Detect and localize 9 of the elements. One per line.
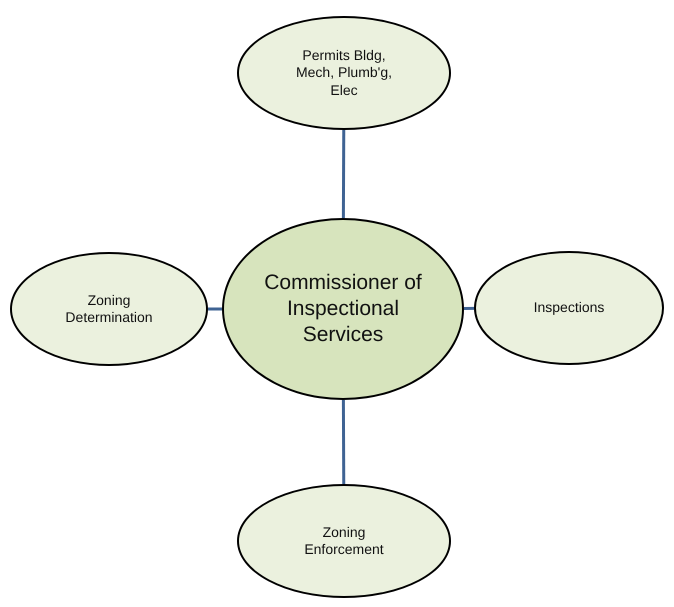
node-label: Zoning Determination <box>64 292 154 326</box>
connector-line <box>342 130 346 218</box>
connector-line <box>208 308 222 310</box>
connector-line <box>342 400 346 484</box>
connector-line <box>464 306 474 310</box>
node-label: Inspections <box>532 299 606 317</box>
node-label: Zoning Enforcement <box>303 524 385 558</box>
node-label: Permits Bldg, Mech, Plumb'g, Elec <box>294 46 394 100</box>
node-label: Commissioner of Inspectional Services <box>263 270 423 348</box>
